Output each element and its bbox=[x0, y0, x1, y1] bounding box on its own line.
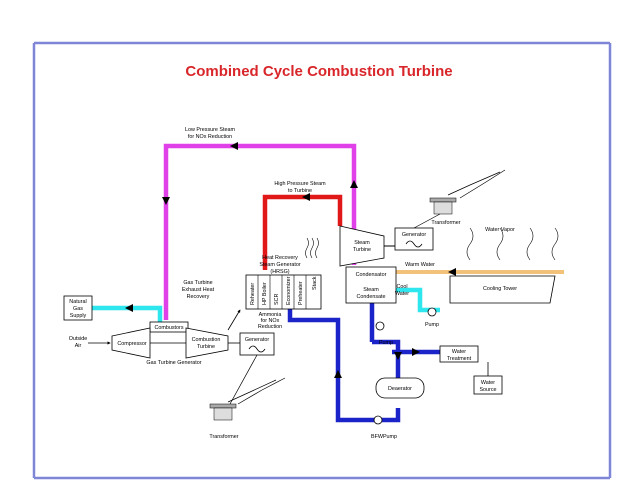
svg-text:Deaerator: Deaerator bbox=[388, 386, 412, 392]
water-treatment: Water Treatment bbox=[439, 345, 479, 363]
svg-text:Transformer: Transformer bbox=[431, 220, 460, 226]
transformer-top: Transformer bbox=[429, 169, 506, 226]
svg-text:Reheater: Reheater bbox=[250, 283, 256, 305]
svg-text:Gas Turbine: Gas Turbine bbox=[183, 280, 212, 286]
svg-text:Air: Air bbox=[75, 343, 82, 349]
deaerator: Deaerator bbox=[375, 377, 425, 399]
feedwater-line bbox=[287, 300, 401, 423]
svg-text:Water: Water bbox=[452, 349, 466, 355]
svg-text:Recovery: Recovery bbox=[187, 294, 210, 300]
svg-text:Compressor: Compressor bbox=[117, 341, 147, 347]
transformer-bottom: Transformer bbox=[209, 377, 286, 440]
warm-water-band bbox=[396, 270, 564, 274]
steam-turbine: Steam Turbine bbox=[339, 225, 385, 267]
ammonia-label: Ammonia for NOx Reduction bbox=[258, 312, 282, 330]
svg-text:BFWPump: BFWPump bbox=[371, 434, 397, 440]
cool-water-label: Cool Water bbox=[395, 284, 409, 297]
pump-mid: Pump bbox=[375, 321, 393, 346]
svg-text:Steam Generator: Steam Generator bbox=[259, 262, 301, 268]
svg-text:to Turbine: to Turbine bbox=[288, 188, 312, 194]
svg-text:Condensate: Condensate bbox=[356, 294, 385, 300]
natural-gas-line bbox=[92, 305, 163, 322]
svg-text:High Pressure Steam: High Pressure Steam bbox=[274, 181, 326, 187]
svg-text:Generator: Generator bbox=[245, 337, 269, 343]
cooling-tower: Cooling Tower bbox=[449, 275, 556, 304]
hrsg-label: Heat Recovery Steam Generator (HRSG) bbox=[259, 255, 301, 275]
svg-text:Water: Water bbox=[481, 380, 495, 386]
svg-text:Combustion: Combustion bbox=[192, 337, 221, 343]
hrsg-block: Reheater HP Boiler SCR Economizer Prehea… bbox=[245, 274, 322, 310]
svg-text:Economizer: Economizer bbox=[286, 276, 292, 305]
svg-text:Pump: Pump bbox=[425, 322, 439, 328]
svg-text:Reduction: Reduction bbox=[258, 324, 282, 330]
water-vapor-label: Water Vapor bbox=[485, 227, 515, 233]
gt-generator-label: Gas Turbine Generator bbox=[146, 360, 201, 366]
svg-text:Heat Recovery: Heat Recovery bbox=[262, 255, 298, 261]
slide-frame bbox=[32, 41, 612, 480]
svg-text:Turbine: Turbine bbox=[353, 247, 371, 253]
low-pressure-steam-line bbox=[163, 143, 357, 320]
high-pressure-label: High Pressure Steam to Turbine bbox=[274, 181, 326, 194]
svg-text:for NOx Reduction: for NOx Reduction bbox=[188, 134, 232, 140]
svg-text:Stack: Stack bbox=[312, 276, 318, 290]
svg-text:Exhaust Heat: Exhaust Heat bbox=[182, 287, 215, 293]
svg-text:Preheater: Preheater bbox=[298, 281, 304, 305]
svg-text:HP Boiler: HP Boiler bbox=[262, 282, 268, 305]
generator-bottom: Generator bbox=[239, 332, 275, 356]
svg-text:Natural: Natural bbox=[69, 299, 86, 305]
svg-text:Source: Source bbox=[479, 387, 496, 393]
svg-text:Steam: Steam bbox=[354, 240, 370, 246]
condensator: Condensator Steam Condensate bbox=[345, 266, 397, 304]
svg-text:Steam: Steam bbox=[363, 287, 379, 293]
svg-text:Cool: Cool bbox=[396, 284, 407, 290]
outside-air-label: Outside Air bbox=[69, 336, 88, 349]
svg-text:SCR: SCR bbox=[274, 294, 280, 305]
combustion-turbine: Combustion Turbine bbox=[185, 327, 229, 359]
svg-text:Water: Water bbox=[395, 291, 409, 297]
svg-text:Combustors: Combustors bbox=[154, 325, 183, 331]
combustors: Combustors bbox=[149, 321, 189, 333]
svg-text:Generator: Generator bbox=[402, 232, 426, 238]
svg-text:Turbine: Turbine bbox=[197, 344, 215, 350]
compressor: Compressor bbox=[111, 327, 151, 359]
gt-exhaust-label: Gas Turbine Exhaust Heat Recovery bbox=[182, 280, 215, 300]
svg-text:Cooling Tower: Cooling Tower bbox=[483, 286, 517, 292]
svg-text:for NOx: for NOx bbox=[261, 318, 280, 324]
svg-text:Condensator: Condensator bbox=[356, 272, 387, 278]
svg-text:(HRSG): (HRSG) bbox=[270, 269, 289, 275]
slide-title: Combined Cycle Combustion Turbine bbox=[185, 63, 452, 80]
generator-top: Generator bbox=[394, 227, 434, 251]
pump-right: Pump bbox=[425, 307, 439, 328]
svg-text:Treatment: Treatment bbox=[447, 356, 472, 362]
svg-text:Transformer: Transformer bbox=[209, 434, 238, 440]
svg-text:Ammonia: Ammonia bbox=[259, 312, 282, 318]
natural-gas-supply: Natural Gas Supply bbox=[63, 295, 93, 321]
svg-text:Pump: Pump bbox=[379, 340, 393, 346]
water-source: Water Source bbox=[473, 375, 503, 395]
warm-water-label: Warm Water bbox=[405, 262, 435, 268]
svg-text:Supply: Supply bbox=[70, 313, 87, 319]
low-pressure-label: Low Pressure Steam for NOx Reduction bbox=[185, 127, 236, 140]
vapor-plumes bbox=[466, 227, 559, 261]
stack-smoke bbox=[305, 237, 319, 259]
svg-text:Outside: Outside bbox=[69, 336, 88, 342]
bfw-pump: BFWPump bbox=[371, 415, 397, 440]
svg-text:Low Pressure Steam: Low Pressure Steam bbox=[185, 127, 236, 133]
svg-text:Gas: Gas bbox=[73, 306, 83, 312]
